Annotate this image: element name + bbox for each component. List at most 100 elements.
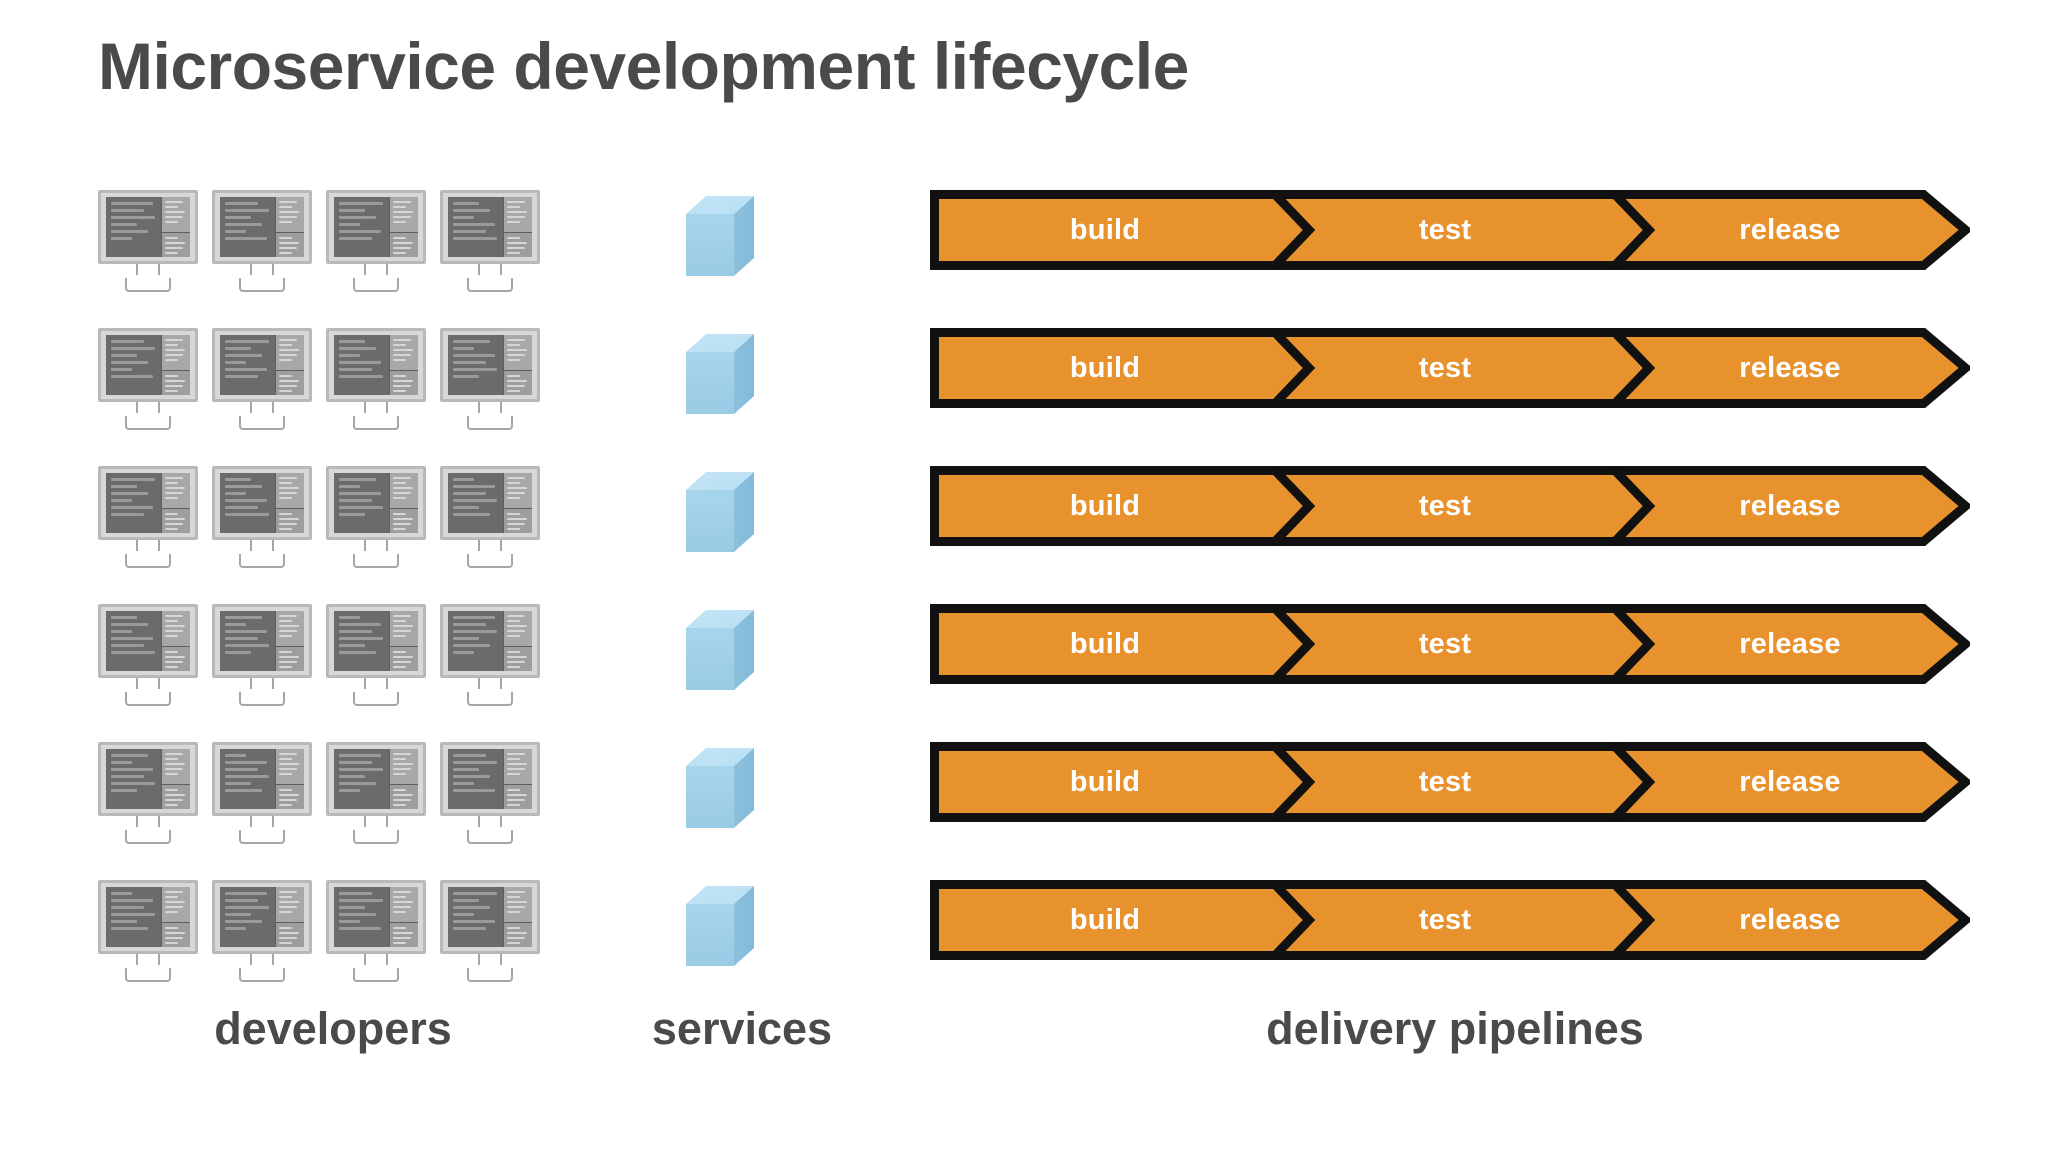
code-line bbox=[111, 492, 149, 495]
monitor-stand-base bbox=[125, 965, 172, 982]
code-line bbox=[111, 899, 153, 902]
code-line bbox=[225, 368, 267, 371]
code-editor-pane bbox=[334, 749, 390, 809]
sidebar-line bbox=[393, 793, 413, 796]
monitor-screen bbox=[220, 749, 304, 809]
sidebar-line bbox=[393, 354, 411, 356]
sidebar-line bbox=[507, 482, 521, 484]
sidebar-line bbox=[393, 896, 407, 898]
sidebar-line bbox=[165, 359, 179, 361]
sidebar-line bbox=[393, 630, 411, 632]
editor-sidebar bbox=[503, 335, 532, 395]
sidebar-line bbox=[165, 206, 179, 208]
code-line bbox=[339, 913, 377, 916]
code-line bbox=[453, 775, 491, 778]
service-row bbox=[682, 604, 802, 742]
monitor-bezel bbox=[212, 190, 312, 264]
service-row bbox=[682, 466, 802, 604]
sidebar-top-pane bbox=[389, 887, 418, 922]
sidebar-line bbox=[393, 512, 407, 515]
sidebar-line bbox=[279, 655, 299, 658]
monitor-stand-base bbox=[467, 275, 514, 292]
sidebar-line bbox=[393, 216, 411, 218]
monitor-stand-base bbox=[353, 413, 400, 430]
monitor-screen bbox=[106, 335, 190, 395]
code-line bbox=[111, 347, 156, 350]
sidebar-line bbox=[507, 512, 521, 515]
code-line bbox=[225, 485, 263, 488]
monitor-stand-base bbox=[125, 275, 172, 292]
sidebar-line bbox=[279, 344, 293, 346]
editor-sidebar bbox=[161, 197, 190, 257]
sidebar-line bbox=[165, 527, 179, 530]
service-row bbox=[682, 880, 802, 1018]
monitor-icon bbox=[326, 466, 432, 568]
code-line bbox=[111, 478, 156, 481]
code-line bbox=[453, 906, 491, 909]
code-line bbox=[453, 623, 486, 626]
sidebar-line bbox=[393, 788, 407, 791]
code-line bbox=[111, 616, 137, 619]
code-editor-pane bbox=[334, 197, 390, 257]
sidebar-top-pane bbox=[389, 611, 418, 646]
sidebar-line bbox=[279, 339, 297, 341]
sidebar-bottom-pane bbox=[275, 507, 304, 533]
code-line bbox=[453, 375, 479, 378]
sidebar-line bbox=[165, 926, 179, 929]
editor-sidebar bbox=[275, 473, 304, 533]
developer-row bbox=[98, 328, 568, 466]
code-line bbox=[339, 375, 384, 378]
code-line bbox=[225, 775, 270, 778]
code-line bbox=[111, 223, 137, 226]
sidebar-line bbox=[165, 379, 185, 382]
sidebar-line bbox=[165, 492, 183, 494]
sidebar-top-pane bbox=[503, 473, 532, 508]
monitor-icon bbox=[212, 604, 318, 706]
sidebar-line bbox=[165, 384, 183, 387]
services-column bbox=[682, 190, 802, 1018]
sidebar-line bbox=[279, 660, 297, 663]
monitor-bezel bbox=[212, 880, 312, 954]
code-line bbox=[453, 492, 486, 495]
monitor-screen bbox=[106, 473, 190, 533]
code-line bbox=[111, 237, 132, 240]
sidebar-bottom-pane bbox=[161, 921, 190, 947]
sidebar-line bbox=[165, 389, 179, 392]
sidebar-line bbox=[393, 926, 407, 929]
sidebar-line bbox=[507, 497, 521, 499]
monitor-bezel bbox=[212, 742, 312, 816]
sidebar-line bbox=[393, 798, 411, 801]
sidebar-line bbox=[279, 650, 293, 653]
sidebar-line bbox=[393, 379, 413, 382]
sidebar-line bbox=[507, 625, 527, 627]
code-line bbox=[339, 775, 365, 778]
sidebar-top-pane bbox=[389, 335, 418, 370]
monitor-icon bbox=[326, 190, 432, 292]
code-editor-pane bbox=[106, 473, 162, 533]
monitor-icon bbox=[326, 880, 432, 982]
code-line bbox=[453, 485, 495, 488]
sidebar-line bbox=[507, 615, 525, 617]
sidebar-bottom-pane bbox=[161, 231, 190, 257]
sidebar-line bbox=[393, 906, 411, 908]
sidebar-line bbox=[165, 615, 183, 617]
sidebar-line bbox=[393, 527, 407, 530]
sidebar-line bbox=[393, 660, 411, 663]
sidebar-top-pane bbox=[161, 887, 190, 922]
code-line bbox=[453, 230, 486, 233]
sidebar-line bbox=[393, 201, 411, 203]
editor-sidebar bbox=[275, 335, 304, 395]
code-line bbox=[453, 637, 479, 640]
monitor-screen bbox=[448, 197, 532, 257]
code-line bbox=[111, 754, 149, 757]
monitor-icon bbox=[98, 190, 204, 292]
code-editor-pane bbox=[220, 335, 276, 395]
monitor-screen bbox=[448, 611, 532, 671]
